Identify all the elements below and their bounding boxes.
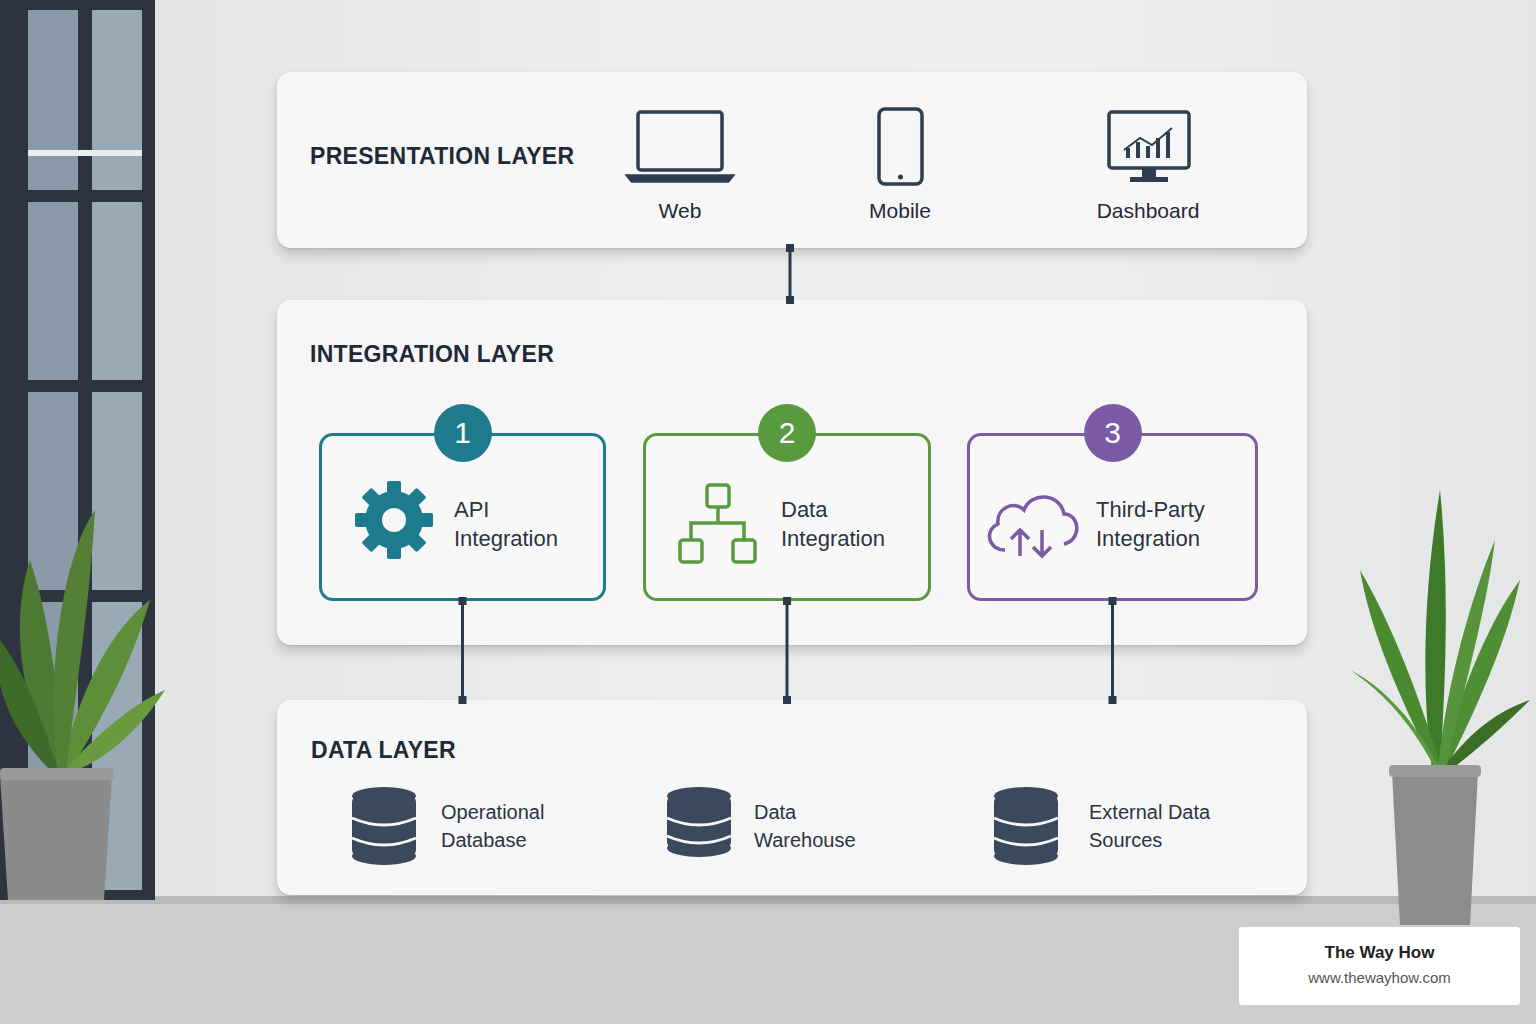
layer-band: PRESENTATION LAYERWeb Mobile Dashboard bbox=[277, 72, 1307, 248]
layer-title: PRESENTATION LAYER bbox=[310, 142, 574, 172]
item-label: Third-Party Integration bbox=[1096, 496, 1226, 553]
plant-left bbox=[0, 510, 165, 900]
gear-icon bbox=[355, 481, 433, 559]
connector-line bbox=[1109, 597, 1117, 704]
integration-box: 3Third-Party Integration bbox=[967, 433, 1258, 601]
ceiling-light bbox=[28, 150, 142, 156]
connector-line bbox=[459, 597, 467, 704]
watermark-text: The Way How bbox=[1239, 943, 1520, 963]
item-label: Mobile bbox=[800, 197, 1000, 224]
layer-title: DATA LAYER bbox=[311, 736, 456, 766]
watermark-box: The Way How www.thewayhow.com bbox=[1238, 926, 1521, 1006]
integration-box: 2Data Integration bbox=[643, 433, 931, 601]
layer-band: INTEGRATION LAYER1API Integration2Data I… bbox=[277, 300, 1307, 645]
connector-line bbox=[786, 244, 794, 304]
dashboard-icon bbox=[1109, 112, 1189, 182]
item-label: Web bbox=[580, 197, 780, 224]
item-label: Operational Database bbox=[441, 798, 571, 854]
callout-number: 1 bbox=[434, 404, 492, 462]
integration-box: 1API Integration bbox=[319, 433, 606, 601]
window-mullion bbox=[28, 190, 142, 202]
cloud-icon bbox=[990, 497, 1077, 556]
layer-title: INTEGRATION LAYER bbox=[310, 340, 554, 370]
item-label: API Integration bbox=[454, 496, 574, 553]
database-icon bbox=[352, 787, 1058, 865]
watermark-text: www.thewayhow.com bbox=[1239, 969, 1520, 986]
phone-icon bbox=[879, 109, 922, 184]
item-label: Dashboard bbox=[1048, 197, 1248, 224]
item-label: External Data Sources bbox=[1089, 798, 1229, 854]
window-mullion bbox=[28, 380, 142, 392]
laptop-icon bbox=[628, 112, 732, 181]
floor bbox=[0, 900, 1536, 1024]
callout-number: 2 bbox=[758, 404, 816, 462]
plant-right bbox=[1350, 490, 1530, 925]
item-label: Data Warehouse bbox=[754, 798, 869, 854]
callout-number: 3 bbox=[1084, 404, 1142, 462]
baseboard bbox=[0, 896, 1536, 904]
item-label: Data Integration bbox=[781, 496, 901, 553]
layer-band: DATA LAYER Operational Database Data Wareh… bbox=[277, 700, 1307, 895]
connector-line bbox=[783, 597, 791, 704]
hierarchy-icon bbox=[680, 485, 755, 562]
